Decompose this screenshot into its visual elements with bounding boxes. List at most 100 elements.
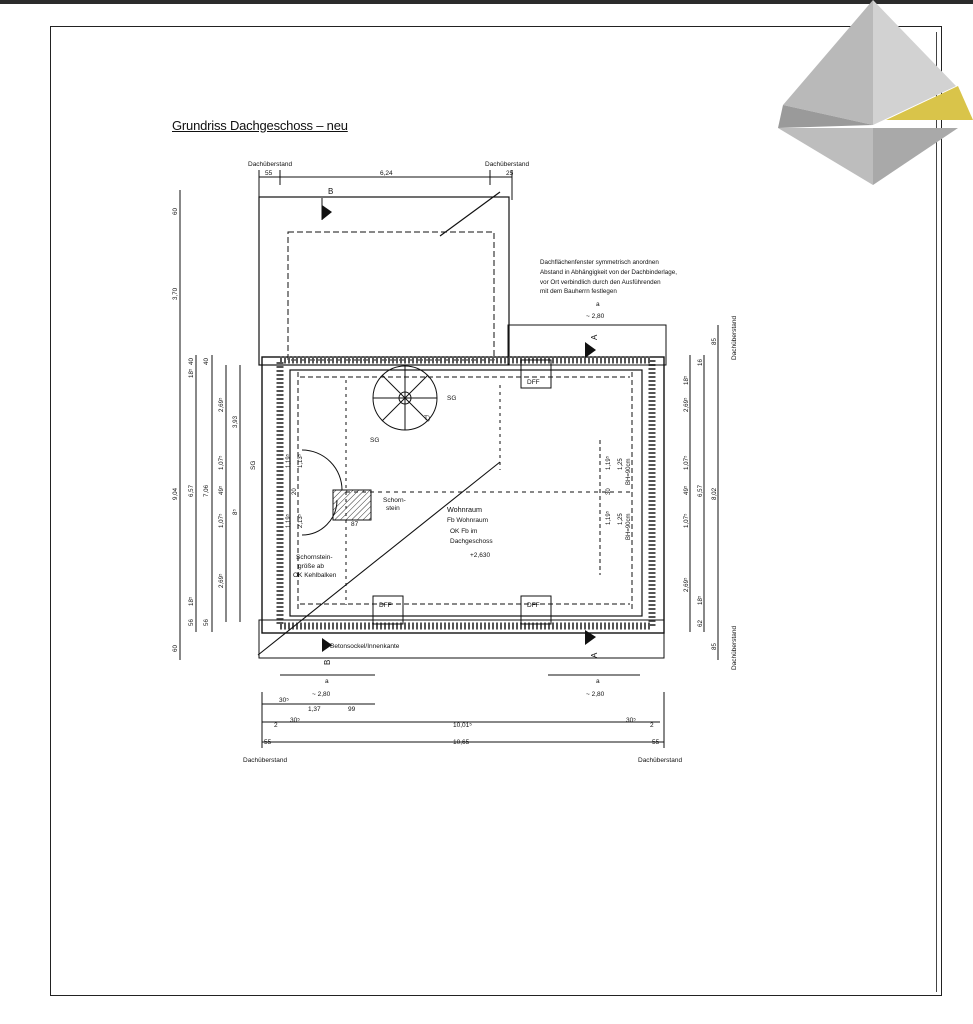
section-marker-b-bottom — [322, 638, 332, 652]
sg-label-3: SG — [250, 461, 257, 470]
dim-right-495: 49⁵ — [683, 485, 690, 495]
dim-left-60b: 60 — [172, 645, 179, 652]
dim-bottom-55: 55 — [264, 739, 272, 746]
door-swing-left2 — [301, 499, 338, 536]
dim-left-185: 18⁵ — [188, 368, 195, 378]
dim-bottom-2b: 2 — [650, 722, 654, 729]
dachueberstand-bottom-left: Dachüberstand — [243, 757, 287, 764]
dachueberstand-top-right: Dachüberstand — [485, 161, 529, 168]
room-dachgeschoss: Dachgeschoss — [450, 538, 493, 545]
dim-win-r1: 1,19⁵ — [605, 455, 612, 470]
skylight-note: Dachflächenfenster symmetrisch anordnen … — [540, 258, 687, 297]
dachueberstand-bottom-right: Dachüberstand — [638, 757, 682, 764]
dim-bottom-305: 30⁵ — [279, 697, 289, 704]
dim-left-904: 9,04 — [172, 487, 179, 500]
dim-left-40b: 40 — [203, 358, 210, 365]
sg-label-1: SG — [447, 395, 456, 402]
stair-t-label: T) — [424, 415, 430, 422]
section-b-bottom: B — [323, 660, 332, 665]
skylight-dff-2 — [372, 595, 404, 625]
logo-icon — [778, 0, 973, 185]
schornsteingroesse-1: Schornstein- — [296, 554, 333, 561]
upper-inner-dashed — [287, 231, 495, 361]
dim-left-2695a: 2,69⁵ — [218, 397, 225, 412]
dim-right-2695b: 2,69⁵ — [683, 577, 690, 592]
section-a-right-top: A — [590, 334, 599, 340]
dim-right-1075a: 1,07⁵ — [683, 455, 690, 470]
dachueberstand-right-top: Dachüberstand — [731, 316, 738, 360]
room-floor: Fb Wohnraum — [447, 517, 488, 524]
dim-bottom-55b: 55 — [652, 739, 660, 746]
inner-wall — [289, 369, 643, 617]
sheet-frame-inner-line — [936, 32, 937, 992]
main-outline — [261, 356, 665, 634]
note-line: Dachflächenfenster symmetrisch anordnen — [540, 259, 659, 266]
schornsteingroesse-2: größe ab — [298, 563, 324, 570]
dim-left-1075a: 1,07⁵ — [218, 455, 225, 470]
dim-win-r4: 1,19⁵ — [605, 510, 612, 525]
label-a-left: a — [325, 678, 329, 685]
schornstein-2: stein — [386, 505, 400, 512]
room-level: +2,630 — [470, 552, 490, 559]
dim-right-85a: 85 — [711, 338, 718, 345]
schornstein-1: Schorn- — [383, 497, 406, 504]
dim-win-l1: 1,19⁵ — [285, 453, 292, 468]
dim-win-r3: 30 — [606, 488, 612, 495]
dim-right-657: 6,57 — [697, 484, 704, 497]
section-a-right-bottom: A — [590, 652, 599, 658]
dff-label-2: DFF — [379, 602, 392, 609]
dim-win-l2: 1,13⁵ — [297, 453, 304, 468]
section-line — [439, 191, 501, 237]
dim-right-185b: 18⁵ — [697, 595, 704, 605]
dim-left-56b: 56 — [203, 619, 210, 626]
outer-wall-hatch — [276, 356, 656, 630]
label-a-top: a — [596, 301, 600, 308]
section-marker-a-bottom — [585, 630, 596, 645]
roof-right-bar — [507, 324, 667, 366]
dim-left-393: 3,93 — [232, 415, 239, 428]
dim-left-40a: 40 — [188, 358, 195, 365]
dim-top-25: 25 — [506, 170, 514, 177]
dim-left-2695b: 2,69⁵ — [218, 573, 225, 588]
dim-bottom-1065: 10,65 — [453, 739, 470, 746]
room-ok-fb: OK Fb im — [450, 528, 477, 535]
approx-280-top: ~ 2,80 — [586, 313, 605, 320]
section-b-top: B — [328, 187, 333, 196]
dim-87: 87 — [351, 521, 359, 528]
dim-left-1075b: 1,07⁵ — [218, 513, 225, 528]
dff-label-3: DFF — [527, 602, 540, 609]
note-line: vor Ort verbindlich durch den Ausführend… — [540, 278, 661, 286]
bh-label-1: BH=90cm — [626, 458, 632, 485]
sheet-frame — [50, 26, 942, 996]
dim-left-495: 49⁵ — [218, 485, 225, 495]
top-edge-bar — [0, 0, 973, 4]
section-marker-a-top — [585, 342, 596, 358]
dim-win-l4: 1,19⁵ — [285, 513, 292, 528]
dachueberstand-top-left: Dachüberstand — [248, 161, 292, 168]
skylight-dff-3 — [520, 595, 552, 625]
dim-win-r5: 1,25 — [618, 513, 624, 525]
dachueberstand-right-bottom: Dachüberstand — [731, 626, 738, 670]
note-line: Abstand in Abhängigkeit von der Dachbind… — [540, 268, 677, 276]
dim-top-55: 55 — [265, 170, 273, 177]
plan-title: Grundriss Dachgeschoss – neu — [172, 118, 348, 133]
schornsteingroesse-3: OK Kehlbalken — [293, 572, 337, 579]
dim-right-802: 8,02 — [711, 487, 718, 500]
dim-left-56a: 56 — [188, 619, 195, 626]
base-strip — [258, 619, 665, 659]
dim-right-62: 62 — [697, 620, 704, 627]
dim-right-1075b: 1,07⁵ — [683, 513, 690, 528]
dim-win-l5: 2,13⁵ — [297, 513, 304, 528]
dim-right-185a: 18⁵ — [683, 375, 690, 385]
dim-bottom-305b: 30⁵ — [290, 717, 300, 724]
sg-label-2: SG — [370, 437, 379, 444]
section-marker-b-top — [322, 205, 332, 220]
chimney — [332, 489, 372, 521]
dim-left-185b: 18⁵ — [188, 596, 195, 606]
skylight-dff-1 — [520, 359, 552, 389]
dim-right-85b: 85 — [711, 643, 718, 650]
dim-top-624: 6,24 — [380, 170, 393, 177]
note-line: mit dem Bauherrn festlegen — [540, 288, 617, 296]
dim-bottom-10015: 10,01⁵ — [453, 722, 472, 729]
